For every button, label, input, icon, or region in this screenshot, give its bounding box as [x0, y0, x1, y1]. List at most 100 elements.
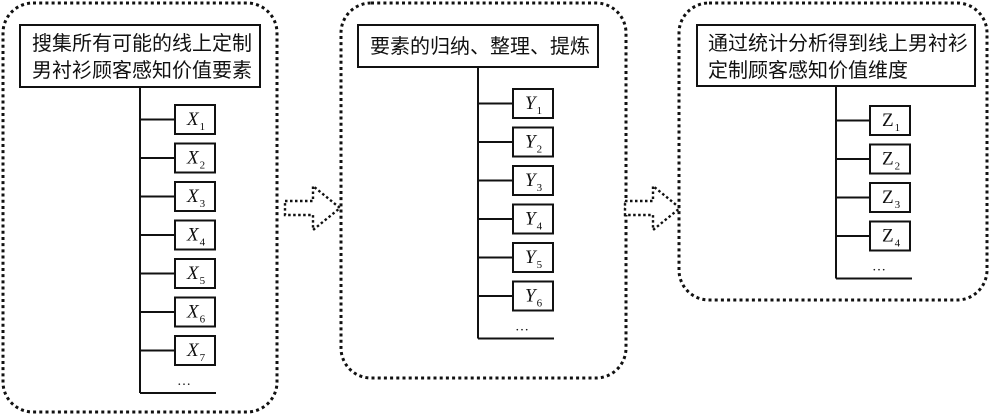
variable-symbol: Z [882, 149, 894, 170]
flow-arrow-organize-to-analyze-icon [623, 183, 682, 233]
variable-node: Z4 [836, 220, 911, 252]
variable-node: X6 [140, 296, 216, 328]
variable-box [512, 165, 554, 196]
variable-box [512, 126, 554, 158]
variable-symbol: X [186, 225, 200, 246]
variable-box [174, 296, 216, 328]
variable-symbol: Z [882, 226, 894, 247]
variable-node: Z3 [836, 182, 911, 213]
ellipsis: … [177, 374, 191, 389]
panel-frame [1, 1, 279, 414]
panel-organize: 要素的归纳、整理、提炼Y1Y2Y3Y4Y5Y6… [339, 1, 628, 380]
variable-box [869, 182, 911, 213]
variable-subscript: 4 [200, 237, 206, 249]
panel-header-text: 通过统计分析得到线上男衬衫 [708, 31, 968, 55]
variable-label: Z2 [882, 149, 900, 173]
variable-label: Y6 [525, 286, 543, 310]
variable-label: Y5 [525, 247, 543, 271]
variable-subscript: 3 [200, 198, 206, 210]
variable-box [512, 88, 554, 119]
variable-symbol: Y [525, 93, 538, 114]
variable-label: X6 [186, 302, 206, 326]
variable-subscript: 6 [537, 298, 543, 310]
variable-node: Y1 [478, 88, 554, 119]
variable-label: Z1 [882, 110, 900, 134]
variable-label: Y3 [525, 170, 543, 194]
variable-subscript: 7 [200, 352, 206, 364]
variable-symbol: Y [525, 286, 538, 307]
variable-symbol: Y [525, 170, 538, 191]
variable-symbol: Y [525, 247, 538, 268]
variable-label: Z3 [882, 187, 901, 211]
variable-node: X3 [140, 181, 216, 212]
variable-subscript: 1 [895, 122, 901, 134]
variable-symbol: X [186, 148, 200, 169]
variable-node: X2 [140, 142, 216, 174]
variable-subscript: 5 [200, 275, 206, 287]
variable-node: X7 [140, 335, 216, 366]
variable-node: Y6 [478, 280, 554, 312]
variable-node: X5 [140, 258, 216, 289]
variable-subscript: 1 [537, 105, 543, 117]
flow-arrow-collect-to-organize-icon [283, 183, 342, 233]
variable-symbol: X [186, 109, 200, 130]
panel-collect: 搜集所有可能的线上定制男衬衫顾客感知价值要素X1X2X3X4X5X6X7… [1, 1, 279, 414]
variable-label: Y1 [525, 93, 542, 117]
panel-header-text: 要素的归纳、整理、提炼 [370, 34, 590, 58]
panel-header-box [696, 24, 976, 87]
variable-label: Y2 [525, 132, 542, 156]
variable-subscript: 3 [895, 199, 901, 211]
ellipsis: … [872, 260, 886, 275]
variable-subscript: 6 [200, 314, 206, 326]
variable-label: Y4 [525, 209, 543, 233]
variable-label: X4 [186, 225, 206, 249]
variable-symbol: X [186, 186, 200, 207]
panel-frame [339, 1, 628, 380]
variable-node: Y4 [478, 203, 554, 235]
variable-label: Z4 [882, 226, 901, 250]
panel-analyze: 通过统计分析得到线上男衬衫定制顾客感知价值维度Z1Z2Z3Z4… [677, 1, 989, 302]
variable-symbol: Y [525, 209, 538, 230]
variable-subscript: 3 [537, 182, 543, 194]
variable-box [512, 280, 554, 312]
variable-box [174, 335, 216, 366]
variable-symbol: X [186, 263, 200, 284]
variable-box [174, 104, 216, 135]
variable-box [174, 258, 216, 289]
variable-symbol: X [186, 302, 200, 323]
variable-symbol: Y [525, 132, 538, 153]
variable-node: X1 [140, 104, 216, 135]
variable-label: X5 [186, 263, 206, 287]
variable-node: Y2 [478, 126, 554, 158]
panel-header-text: 搜集所有可能的线上定制 [32, 31, 252, 55]
variable-subscript: 2 [895, 161, 901, 173]
variable-box [174, 181, 216, 212]
variable-node: Y3 [478, 165, 554, 196]
variable-node: Y5 [478, 242, 554, 273]
variable-box [512, 242, 554, 273]
variable-symbol: Z [882, 187, 894, 208]
panel-header-text: 定制顾客感知价值维度 [708, 58, 908, 82]
variable-label: X3 [186, 186, 206, 210]
panel-frame [677, 1, 989, 302]
variable-node: X4 [140, 219, 216, 251]
variable-subscript: 4 [537, 221, 543, 233]
variable-symbol: X [186, 340, 200, 361]
variable-box [512, 203, 554, 235]
variable-box [869, 143, 911, 175]
variable-subscript: 2 [537, 144, 543, 156]
variable-box [174, 142, 216, 174]
variable-box [869, 105, 911, 136]
variable-subscript: 5 [537, 259, 543, 271]
variable-symbol: Z [882, 110, 894, 131]
variable-box [869, 220, 911, 252]
variable-subscript: 1 [200, 121, 206, 133]
variable-subscript: 2 [200, 160, 206, 172]
variable-label: X7 [186, 340, 206, 364]
panel-header-text: 男衬衫顾客感知价值要素 [32, 58, 252, 82]
variable-node: Z2 [836, 143, 911, 175]
variable-label: X1 [186, 109, 205, 133]
variable-node: Z1 [836, 105, 911, 136]
variable-subscript: 4 [895, 238, 901, 250]
